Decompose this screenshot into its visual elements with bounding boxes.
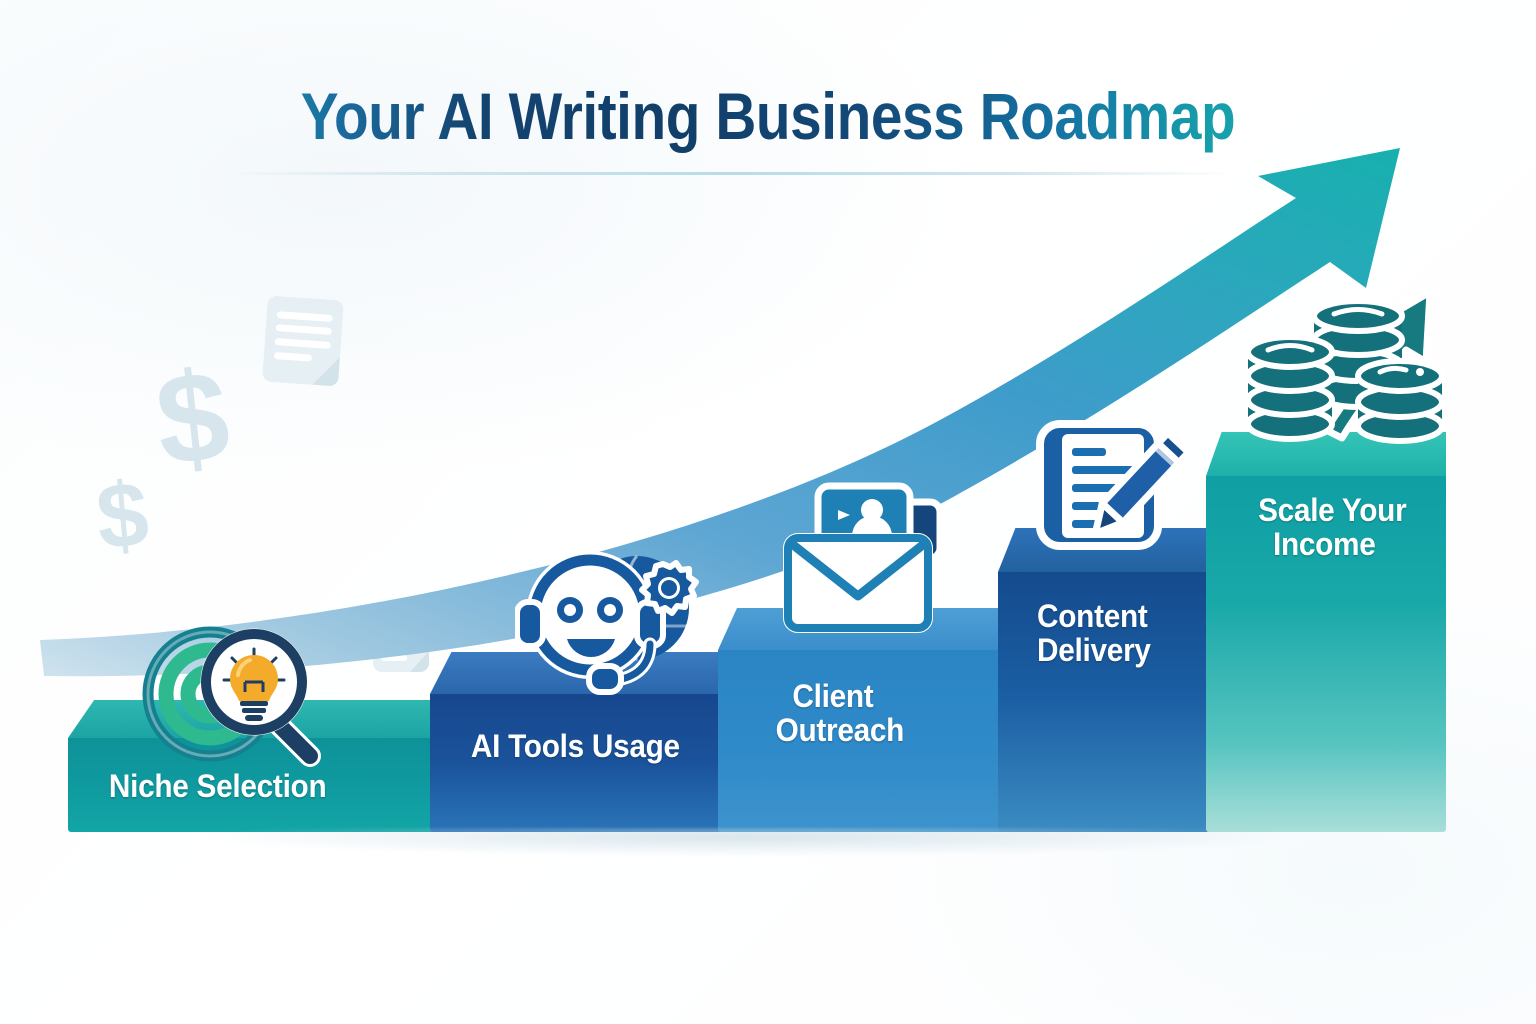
step-label: AI Tools Usage — [430, 728, 737, 764]
step-niche-selection[interactable]: Niche Selection — [68, 626, 470, 832]
ground-shadow — [40, 828, 1450, 878]
step-block-face — [430, 694, 760, 832]
document-pencil-icon — [1036, 420, 1193, 550]
growth-arrow-icon — [40, 148, 1400, 677]
target-magnifier-bulb-icon — [142, 626, 321, 767]
step-client-outreach[interactable]: Client Outreach — [718, 482, 1010, 832]
step-block-face — [718, 650, 1010, 832]
step-label: Scale Your Income — [1206, 492, 1429, 562]
step-block-face — [1206, 476, 1446, 832]
page-title: Your AI Writing Business Roadmap — [108, 78, 1429, 154]
step-label-line: Content — [1037, 598, 1148, 634]
step-label-line: Client — [792, 678, 874, 714]
step-block-face — [68, 738, 470, 832]
step-label-line: Niche Selection — [108, 768, 327, 804]
step-label: Content Delivery — [998, 598, 1247, 668]
coins-growth-arrow-icon — [1245, 288, 1445, 444]
robot-headset-gear-icon — [515, 551, 699, 695]
title-divider — [228, 172, 1232, 175]
step-ai-tools-usage[interactable]: AI Tools Usage — [430, 551, 760, 832]
step-label: Client Outreach — [718, 678, 990, 748]
step-label-line: Scale Your — [1258, 492, 1407, 528]
step-label-line: Income — [1272, 525, 1376, 562]
step-label-line: Delivery — [1037, 631, 1151, 668]
step-scale-your-income[interactable]: Scale Your Income — [1206, 288, 1446, 832]
step-label-line: Outreach — [775, 711, 905, 748]
step-label-line: AI Tools Usage — [470, 728, 680, 764]
envelope-chat-person-icon — [783, 482, 944, 633]
step-label: Niche Selection — [68, 768, 442, 804]
